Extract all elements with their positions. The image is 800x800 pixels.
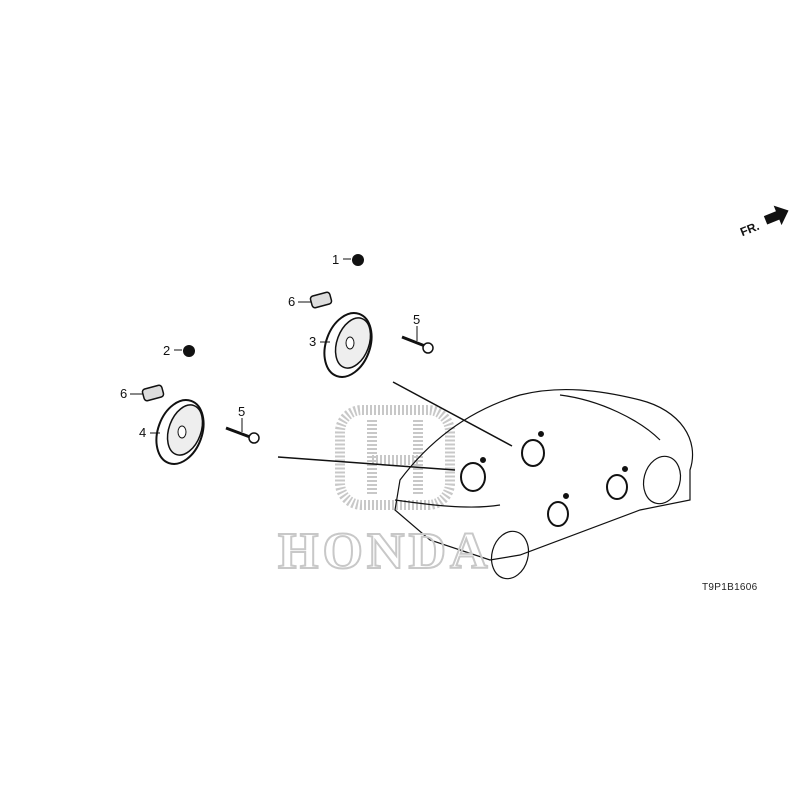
leader-line-upper	[392, 381, 513, 447]
callout-5-upper: 5	[413, 312, 420, 327]
leader-line-lower	[277, 456, 456, 471]
diagram-code: T9P1B1606	[702, 582, 758, 593]
callout-1: 1	[332, 252, 339, 267]
arrow-right-icon	[763, 205, 789, 226]
part-6-grommet-lower[interactable]: 6	[120, 384, 165, 402]
callout-6-lower: 6	[120, 386, 127, 401]
car-outline	[394, 388, 694, 580]
part-5-bolt-lower[interactable]: 5	[225, 404, 260, 444]
part-1-clip[interactable]: 1	[332, 252, 364, 267]
honda-watermark-text: HONDA	[277, 522, 492, 581]
part-4-speaker[interactable]: 4	[139, 393, 212, 470]
part-3-speaker[interactable]: 3	[309, 306, 380, 383]
callout-6-upper: 6	[288, 294, 295, 309]
callout-4: 4	[139, 425, 146, 440]
honda-h-logo-icon	[335, 405, 455, 510]
part-2-clip[interactable]: 2	[163, 343, 195, 358]
speaker-positions	[460, 431, 628, 527]
part-5-bolt-upper[interactable]: 5	[401, 312, 434, 354]
callout-5-lower: 5	[238, 404, 245, 419]
part-6-grommet-upper[interactable]: 6	[288, 291, 333, 309]
callout-3: 3	[309, 334, 316, 349]
callout-2: 2	[163, 343, 170, 358]
